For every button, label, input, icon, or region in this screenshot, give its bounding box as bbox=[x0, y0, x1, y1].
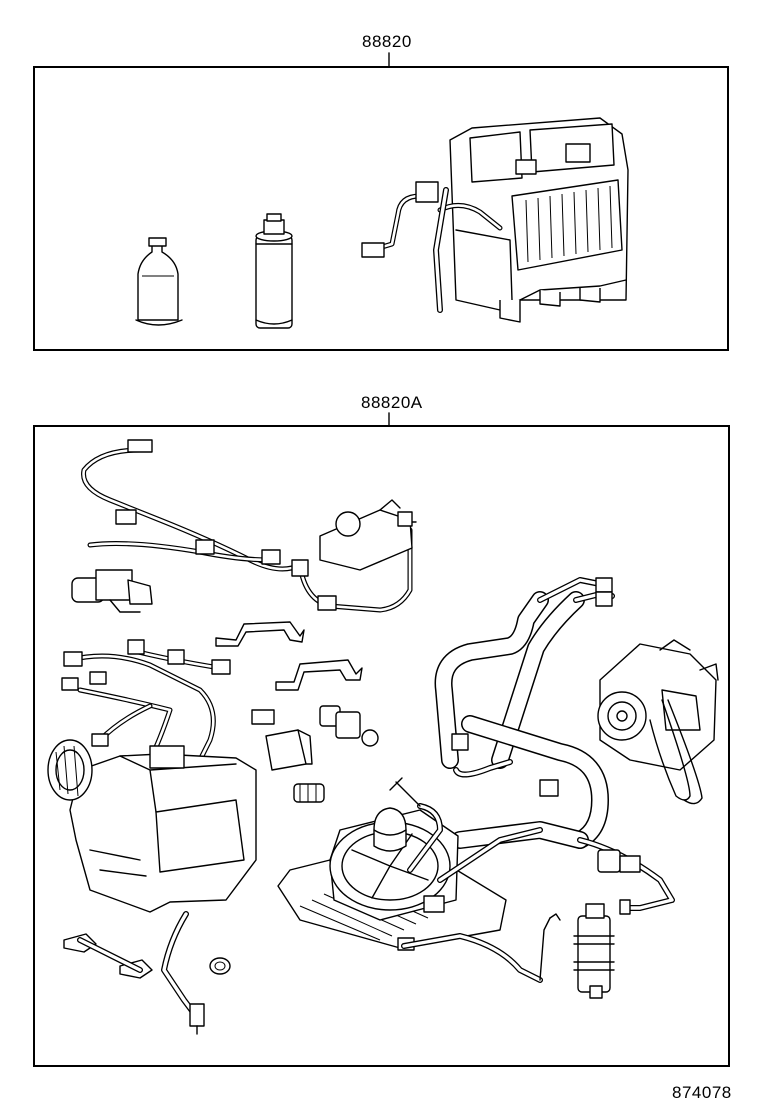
wire-harness-upper bbox=[81, 439, 413, 613]
sensor-line-lower bbox=[161, 911, 205, 1035]
top-group-part-number: 88820 bbox=[362, 32, 412, 51]
ac-hose-assembly bbox=[434, 577, 615, 849]
bracket-lower bbox=[275, 659, 363, 691]
evaporator-unit bbox=[361, 117, 629, 323]
compressor bbox=[597, 639, 719, 805]
receiver-drier-bracket bbox=[573, 903, 615, 999]
liquid-line bbox=[401, 913, 561, 983]
condenser-fan-assembly bbox=[277, 777, 543, 951]
receiver-drier bbox=[255, 213, 293, 329]
heater-unit bbox=[47, 739, 257, 913]
bottom-group-part-number: 88820A bbox=[361, 393, 423, 412]
mounting-brackets-lower-left bbox=[63, 933, 153, 979]
relay-module bbox=[251, 709, 313, 771]
vacuum-actuator bbox=[319, 499, 417, 571]
sensor-connector bbox=[319, 705, 379, 747]
bracket-upper bbox=[215, 621, 305, 647]
servo-motor bbox=[71, 569, 153, 613]
top-group-frame bbox=[33, 66, 729, 351]
grommet-round bbox=[209, 957, 231, 975]
grommet-small bbox=[293, 783, 325, 803]
bottom-group-frame bbox=[33, 425, 730, 1067]
pressure-line-right bbox=[577, 837, 675, 915]
illustration-code: 874078 bbox=[672, 1083, 732, 1102]
oil-bottle bbox=[135, 237, 183, 326]
wire-harness-middle bbox=[61, 639, 231, 763]
